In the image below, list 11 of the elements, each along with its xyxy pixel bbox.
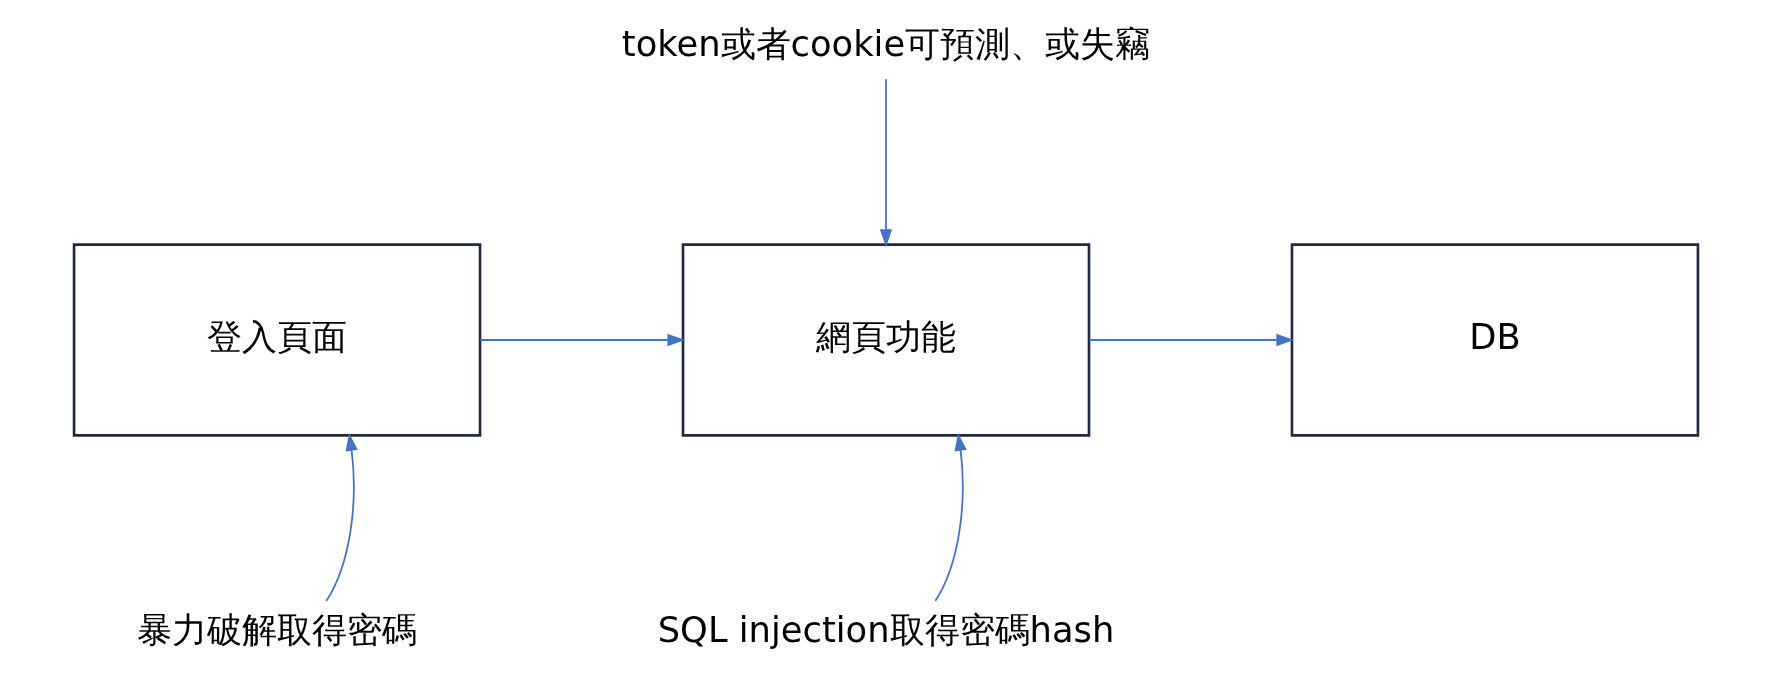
arrow — [933, 433, 967, 602]
arrow — [479, 333, 685, 347]
node-box: 網頁功能 — [681, 243, 1090, 437]
arrow — [1088, 333, 1294, 347]
node-text: SQL injection取得密碼hash — [657, 608, 1114, 650]
arrow — [324, 433, 358, 602]
node-box: DB — [1290, 243, 1699, 437]
node-box: 登入頁面 — [72, 243, 481, 437]
arrow — [879, 78, 892, 247]
node-text: 暴力破解取得密碼 — [136, 608, 417, 650]
node-text: token或者cookie可預測、或失竊 — [621, 22, 1150, 64]
